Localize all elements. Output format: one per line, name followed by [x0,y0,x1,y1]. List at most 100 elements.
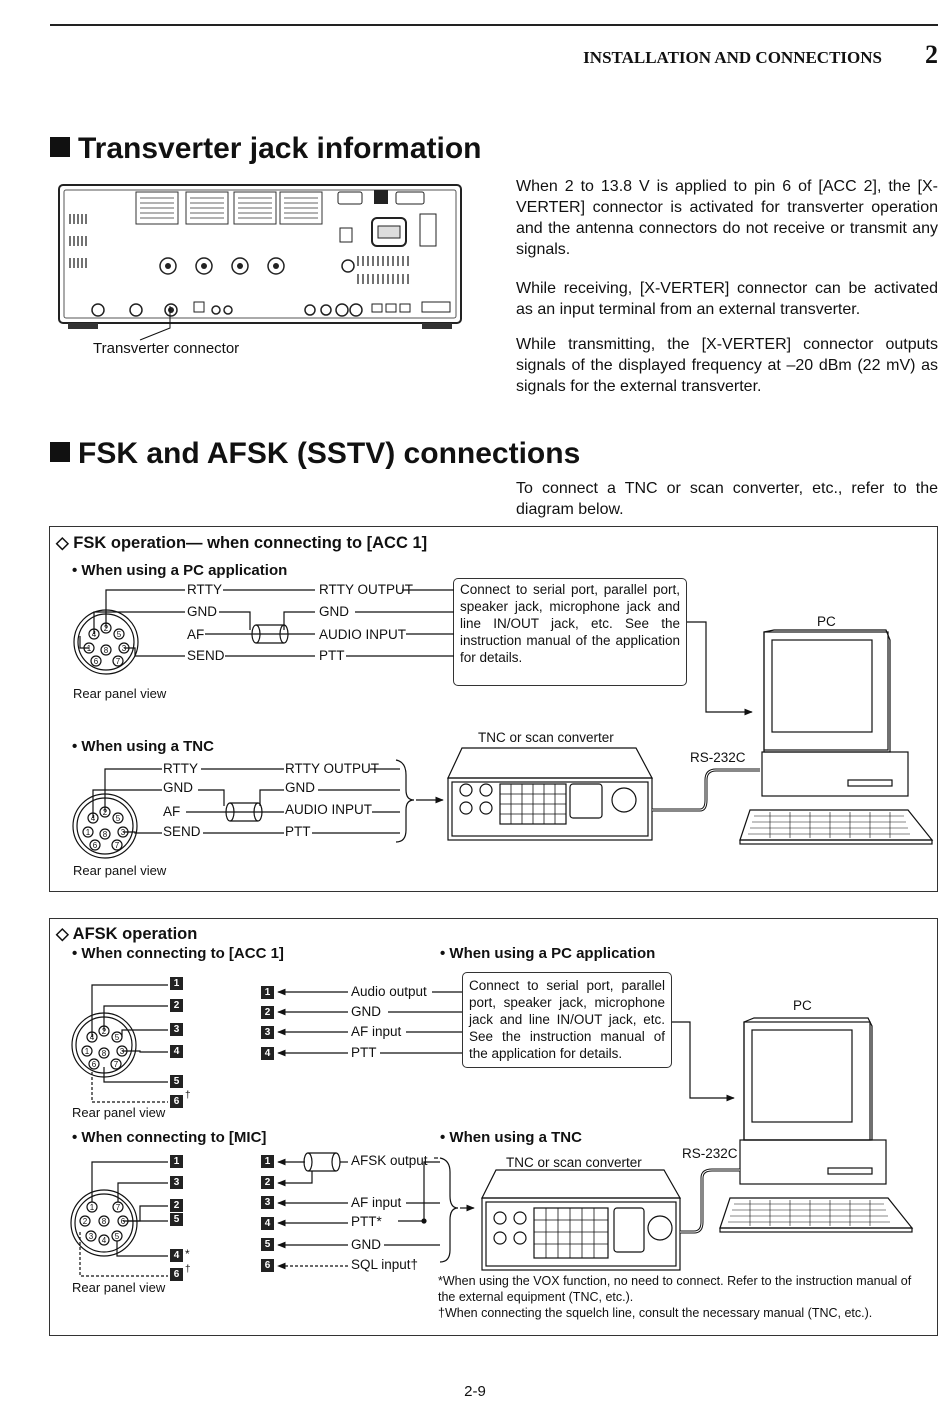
square-bullet-icon [50,137,70,157]
svg-text:5: 5 [116,814,121,823]
fsk-pc-right-audio-input: AUDIO INPUT [319,627,407,642]
svg-text:8: 8 [102,1217,107,1226]
afsk-mic-subheading: • When connecting to [MIC] [72,1129,267,1146]
mic-pin-badge-6: 6 [170,1268,183,1281]
acc-signal-gnd: GND [351,1004,381,1019]
svg-text:2: 2 [103,808,108,817]
tnc-device-icon [481,1169,682,1271]
svg-text:1: 1 [85,1047,90,1056]
svg-text:6: 6 [121,1217,126,1226]
mic-signal-ptt: PTT* [351,1214,382,1229]
fsk-pc-subheading: • When using a PC application [72,562,288,579]
mic-signal-badge-6: 6 [261,1259,274,1272]
acc-pin-badge-6: 6 [170,1095,183,1108]
transverter-para-1: When 2 to 13.8 V is applied to pin 6 of … [516,178,938,258]
fsk-pc-right-gnd: GND [319,604,349,619]
fsk-tnc-left-af: AF [163,804,181,819]
fsk-rs232-label: RS-232C [690,750,746,765]
mic-signal-gnd: GND [351,1237,381,1252]
svg-text:2: 2 [83,1217,88,1226]
mic-connector-icon [70,1189,138,1257]
mic-signal-afsk-output: AFSK output [351,1153,428,1168]
svg-text:2: 2 [102,1027,107,1036]
svg-text:7: 7 [115,841,120,850]
running-header: INSTALLATION AND CONNECTIONS [583,48,882,67]
mic-signal-badge-5: 5 [261,1238,274,1251]
dagger-mark: † [185,1264,191,1275]
svg-text:7: 7 [114,1060,119,1069]
fsk-pc-label: PC [817,614,836,629]
afsk-tnc-subheading: • When using a TNC [440,1129,582,1146]
square-bullet-icon [50,442,70,462]
svg-text:2: 2 [104,624,109,633]
svg-text:1: 1 [87,644,92,653]
footnote-squelch: †When connecting the squelch line, consu… [438,1306,873,1320]
afsk-acc-subheading: • When connecting to [ACC 1] [72,945,284,962]
svg-text:6: 6 [93,841,98,850]
svg-text:1: 1 [90,1203,95,1212]
mic-pin-badge-2: 2 [170,1199,183,1212]
fsk-pc-right-rtty-output: RTTY OUTPUT [319,582,414,597]
page-number: 2-9 [464,1383,486,1400]
mic-signal-af-input: AF input [351,1195,402,1210]
acc-pin-badge-2: 2 [170,999,183,1012]
afsk-tnc-device-label: TNC or scan converter [506,1155,642,1170]
acc-pin-badge-1: 1 [170,977,183,990]
pc-computer-icon [739,629,934,845]
asterisk-mark: * [185,1247,190,1261]
mic-pin-badge-5: 5 [170,1213,183,1226]
fsk-tnc-subheading: • When using a TNC [72,738,214,755]
mic-pin-badge-1: 1 [170,1155,183,1168]
svg-text:7: 7 [116,657,121,666]
fsk-tnc-rear-panel-label: Rear panel view [73,863,167,878]
rear-panel-illustration [58,184,462,329]
svg-text:1: 1 [86,828,91,837]
section-heading-fsk-afsk: FSK and AFSK (SSTV) connections [50,437,580,471]
fsk-operation-panel [49,526,938,892]
mic-signal-badge-2: 2 [261,1176,274,1189]
afsk-mic-rear-panel-label: Rear panel view [72,1280,166,1295]
svg-text:8: 8 [102,1049,107,1058]
svg-text:4: 4 [92,630,97,639]
mic-pin-badge-3: 3 [170,1176,183,1189]
acc-signal-audio-output: Audio output [351,984,427,999]
svg-text:4: 4 [90,1033,95,1042]
svg-text:4: 4 [102,1236,107,1245]
chapter-number: 2 [925,40,938,69]
fsk-pc-left-af: AF [187,627,205,642]
fsk-tnc-right-audio-input: AUDIO INPUT [285,802,373,817]
transverter-para-2: While receiving, [X-VERTER] connector ca… [516,280,938,318]
dagger-mark: † [185,1090,191,1101]
svg-text:6: 6 [94,657,99,666]
afsk-pc-note-box: Connect to serial port, parallel port, s… [462,972,672,1068]
acc-pin-badge-4: 4 [170,1045,183,1058]
fsk-tnc-left-gnd: GND [163,780,193,795]
mic-signal-badge-3: 3 [261,1196,274,1209]
fsk-pc-rear-panel-label: Rear panel view [73,686,167,701]
acc-signal-badge-1: 1 [261,986,274,999]
mic-signal-sql-input: SQL input† [351,1257,419,1272]
svg-text:5: 5 [115,1033,120,1042]
fsk-tnc-left-rtty: RTTY [163,761,199,776]
pc-computer-icon [719,1017,914,1233]
acc-signal-badge-4: 4 [261,1047,274,1060]
fsk-pc-left-gnd: GND [187,604,217,619]
transverter-connector-label: Transverter connector [93,340,240,357]
svg-text:3: 3 [121,828,126,837]
mic-signal-badge-4: 4 [261,1217,274,1230]
fsk-tnc-right-ptt: PTT [285,824,311,839]
mic-signal-badge-1: 1 [261,1155,274,1168]
section-heading-transverter: Transverter jack information [50,132,481,166]
header-rule [50,24,938,26]
svg-text:5: 5 [115,1232,120,1241]
acc-pin-badge-5: 5 [170,1075,183,1088]
svg-text:6: 6 [92,1060,97,1069]
afsk-pc-note-text: Connect to serial port, parallel port, s… [469,978,665,1061]
fsk-tnc-right-gnd: GND [285,780,315,795]
acc-pin-badge-3: 3 [170,1023,183,1036]
afsk-pc-subheading: • When using a PC application [440,945,656,962]
fsk-tnc-left-send: SEND [163,824,201,839]
fsk-pc-left-send: SEND [187,648,225,663]
din-connector-icon [73,609,139,675]
afsk-pc-label: PC [793,998,812,1013]
